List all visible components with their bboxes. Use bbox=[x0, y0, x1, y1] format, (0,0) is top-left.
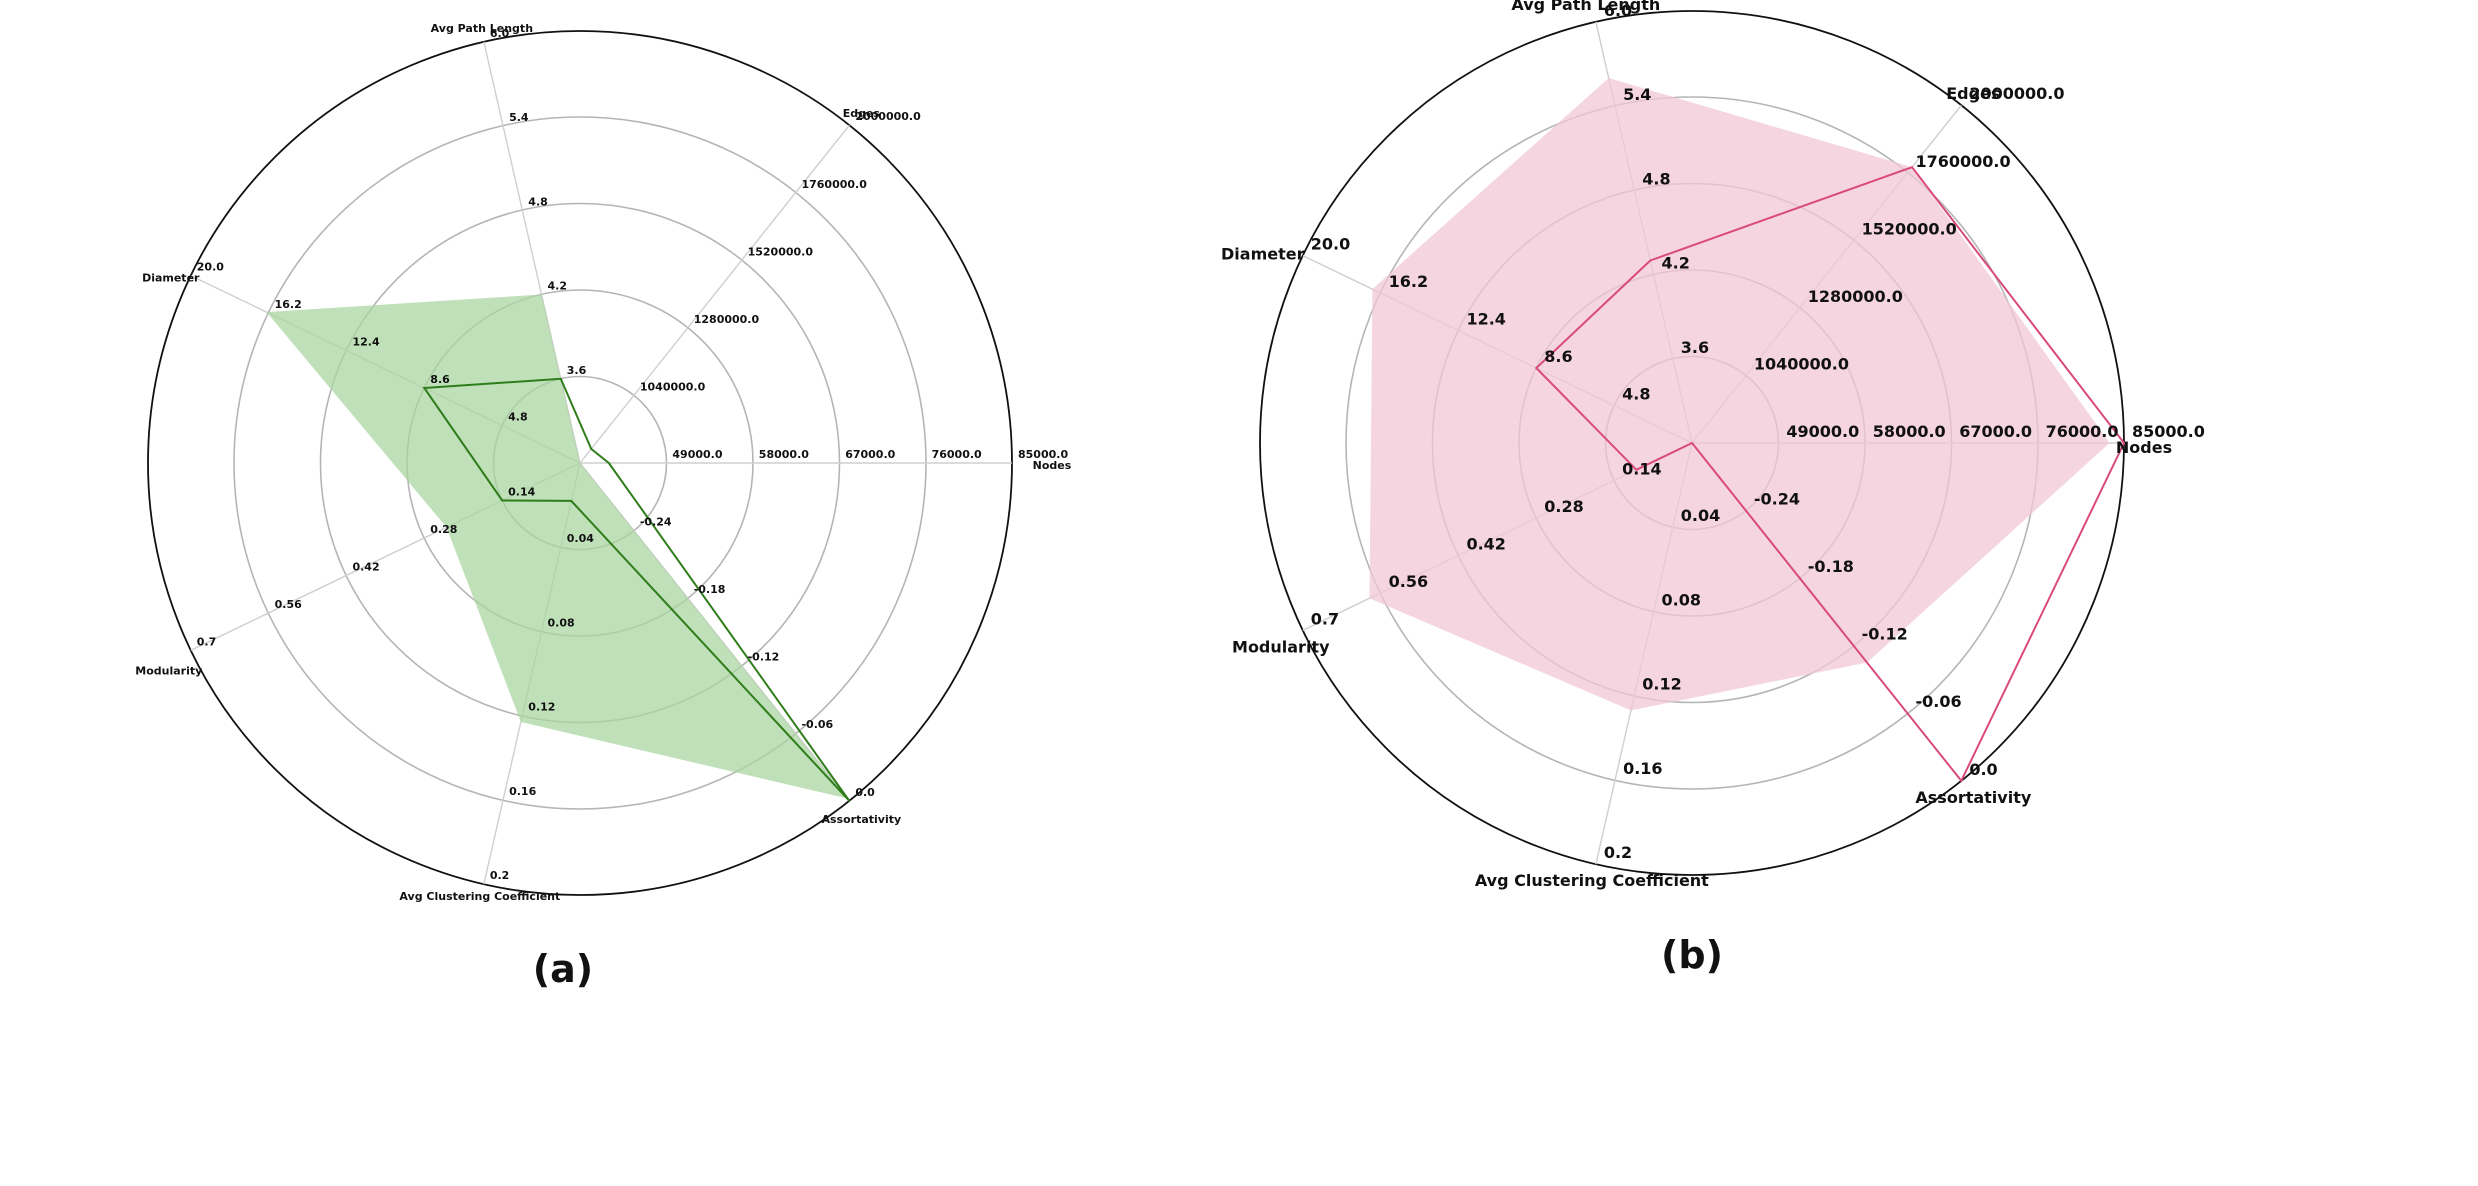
tick-label-assortativity: -0.12 bbox=[1862, 625, 1908, 644]
tick-label-assortativity: -0.18 bbox=[694, 583, 726, 596]
series-area-filled bbox=[266, 294, 848, 799]
tick-label-avg-path-length: 4.2 bbox=[1662, 254, 1690, 273]
tick-label-avg-clustering-coefficient: 0.16 bbox=[1623, 759, 1662, 778]
tick-label-diameter: 12.4 bbox=[352, 336, 379, 349]
tick-label-avg-path-length: 4.2 bbox=[548, 280, 568, 293]
axis-label-diameter: Diameter bbox=[1221, 245, 1305, 264]
tick-label-diameter: 16.2 bbox=[1389, 272, 1428, 291]
tick-label-modularity: 0.28 bbox=[1544, 497, 1583, 516]
tick-label-avg-path-length: 6.0 bbox=[490, 27, 510, 40]
tick-label-edges: 1520000.0 bbox=[1862, 219, 1957, 238]
axis-label-edges: Edges bbox=[843, 107, 881, 120]
tick-label-avg-path-length: 3.6 bbox=[1681, 338, 1709, 357]
axis-label-avg-clustering-coefficient: Avg Clustering Coefficient bbox=[1475, 871, 1709, 890]
tick-label-avg-path-length: 5.4 bbox=[509, 111, 529, 124]
tick-label-diameter: 20.0 bbox=[197, 261, 224, 274]
tick-label-diameter: 8.6 bbox=[1544, 347, 1572, 366]
tick-label-nodes: 58000.0 bbox=[759, 448, 809, 461]
axis-label-avg-path-length: Avg Path Length bbox=[1511, 0, 1660, 14]
axis-label-nodes: Nodes bbox=[1033, 459, 1072, 472]
tick-label-nodes: 76000.0 bbox=[932, 448, 982, 461]
tick-label-assortativity: 0.0 bbox=[1969, 760, 1997, 779]
tick-label-nodes: 58000.0 bbox=[1873, 422, 1946, 441]
tick-label-edges: 1040000.0 bbox=[1754, 354, 1849, 373]
spoke-line bbox=[579, 462, 850, 802]
tick-label-edges: 1040000.0 bbox=[640, 380, 706, 393]
tick-label-avg-path-length: 6.0 bbox=[1604, 1, 1632, 20]
radar-chart-b: 49000.0 58000.0 67000.0 76000.0 85000.0 10400… bbox=[1221, 0, 2205, 890]
tick-label-edges: 2000000.0 bbox=[1969, 84, 2064, 103]
tick-label-edges: 1520000.0 bbox=[748, 245, 814, 258]
series-line bbox=[1534, 166, 2126, 783]
tick-label-nodes: 49000.0 bbox=[672, 448, 722, 461]
tick-label-avg-clustering-coefficient: 0.04 bbox=[567, 532, 594, 545]
axis-label-nodes: Nodes bbox=[2116, 438, 2172, 457]
tick-label-avg-clustering-coefficient: 0.12 bbox=[1642, 675, 1681, 694]
spoke-line bbox=[579, 124, 850, 464]
tick-label-edges: 1280000.0 bbox=[694, 313, 760, 326]
tick-label-edges: 1280000.0 bbox=[1808, 287, 1903, 306]
series-area-filled bbox=[1369, 78, 2110, 711]
axis-label-diameter: Diameter bbox=[142, 272, 200, 285]
tick-label-avg-path-length: 4.8 bbox=[1642, 169, 1670, 188]
tick-label-nodes: 85000.0 bbox=[1018, 448, 1068, 461]
tick-label-assortativity: 0.0 bbox=[855, 786, 875, 799]
axis-label-assortativity: Assortativity bbox=[1915, 788, 2031, 807]
panel-label-b: (b) bbox=[1661, 933, 1723, 977]
tick-label-avg-clustering-coefficient: 0.08 bbox=[548, 616, 575, 629]
tick-label-avg-path-length: 5.4 bbox=[1623, 85, 1651, 104]
axis-label-modularity: Modularity bbox=[1232, 637, 1330, 656]
tick-label-modularity: 0.56 bbox=[1389, 572, 1428, 591]
tick-label-avg-path-length: 3.6 bbox=[567, 364, 587, 377]
tick-label-nodes: 49000.0 bbox=[1786, 422, 1859, 441]
tick-label-assortativity: -0.18 bbox=[1808, 557, 1854, 576]
tick-label-diameter: 4.8 bbox=[508, 411, 527, 424]
axis-label-edges: Edges bbox=[1946, 84, 2000, 103]
tick-label-avg-clustering-coefficient: 0.16 bbox=[509, 785, 536, 798]
axis-label-assortativity: Assortativity bbox=[822, 813, 902, 826]
tick-label-diameter: 4.8 bbox=[1622, 385, 1650, 404]
tick-label-modularity: 0.56 bbox=[275, 598, 302, 611]
tick-label-assortativity: -0.06 bbox=[1915, 692, 1961, 711]
axis-label-avg-path-length: Avg Path Length bbox=[431, 22, 533, 35]
tick-label-avg-clustering-coefficient: 0.08 bbox=[1662, 590, 1701, 609]
tick-label-assortativity: -0.24 bbox=[1754, 490, 1800, 509]
tick-label-diameter: 8.6 bbox=[430, 373, 450, 386]
tick-label-modularity: 0.7 bbox=[197, 635, 217, 648]
tick-label-avg-clustering-coefficient: 0.04 bbox=[1681, 506, 1720, 525]
tick-label-modularity: 0.28 bbox=[430, 523, 457, 536]
tick-label-nodes: 85000.0 bbox=[2132, 422, 2205, 441]
tick-label-assortativity: -0.12 bbox=[748, 651, 780, 664]
tick-label-diameter: 16.2 bbox=[275, 298, 302, 311]
tick-label-diameter: 20.0 bbox=[1311, 235, 1350, 254]
tick-label-modularity: 0.14 bbox=[508, 485, 535, 498]
tick-label-diameter: 12.4 bbox=[1466, 310, 1505, 329]
tick-label-modularity: 0.42 bbox=[1466, 534, 1505, 553]
tick-label-modularity: 0.42 bbox=[352, 560, 379, 573]
axis-label-avg-clustering-coefficient: Avg Clustering Coefficient bbox=[399, 890, 560, 903]
radar-chart-a: 49000.0 58000.0 67000.0 76000.0 85000.0 10400… bbox=[135, 22, 1072, 903]
axis-label-modularity: Modularity bbox=[135, 664, 202, 677]
tick-label-edges: 2000000.0 bbox=[855, 110, 921, 123]
tick-label-edges: 1760000.0 bbox=[1915, 152, 2010, 171]
tick-label-modularity: 0.14 bbox=[1622, 459, 1661, 478]
tick-label-edges: 1760000.0 bbox=[801, 178, 867, 191]
tick-label-avg-clustering-coefficient: 0.2 bbox=[490, 869, 510, 882]
tick-label-nodes: 67000.0 bbox=[1959, 422, 2032, 441]
tick-label-modularity: 0.7 bbox=[1311, 609, 1339, 628]
tick-label-avg-clustering-coefficient: 0.12 bbox=[528, 701, 555, 714]
panel-label-a: (a) bbox=[533, 947, 593, 991]
series-line bbox=[422, 377, 851, 802]
tick-label-avg-path-length: 4.8 bbox=[528, 195, 548, 208]
tick-label-assortativity: -0.06 bbox=[801, 718, 833, 731]
tick-label-avg-clustering-coefficient: 0.2 bbox=[1604, 843, 1632, 862]
tick-label-nodes: 76000.0 bbox=[2046, 422, 2119, 441]
spoke-line bbox=[483, 41, 581, 464]
tick-label-nodes: 67000.0 bbox=[845, 448, 895, 461]
tick-label-assortativity: -0.24 bbox=[640, 516, 672, 529]
